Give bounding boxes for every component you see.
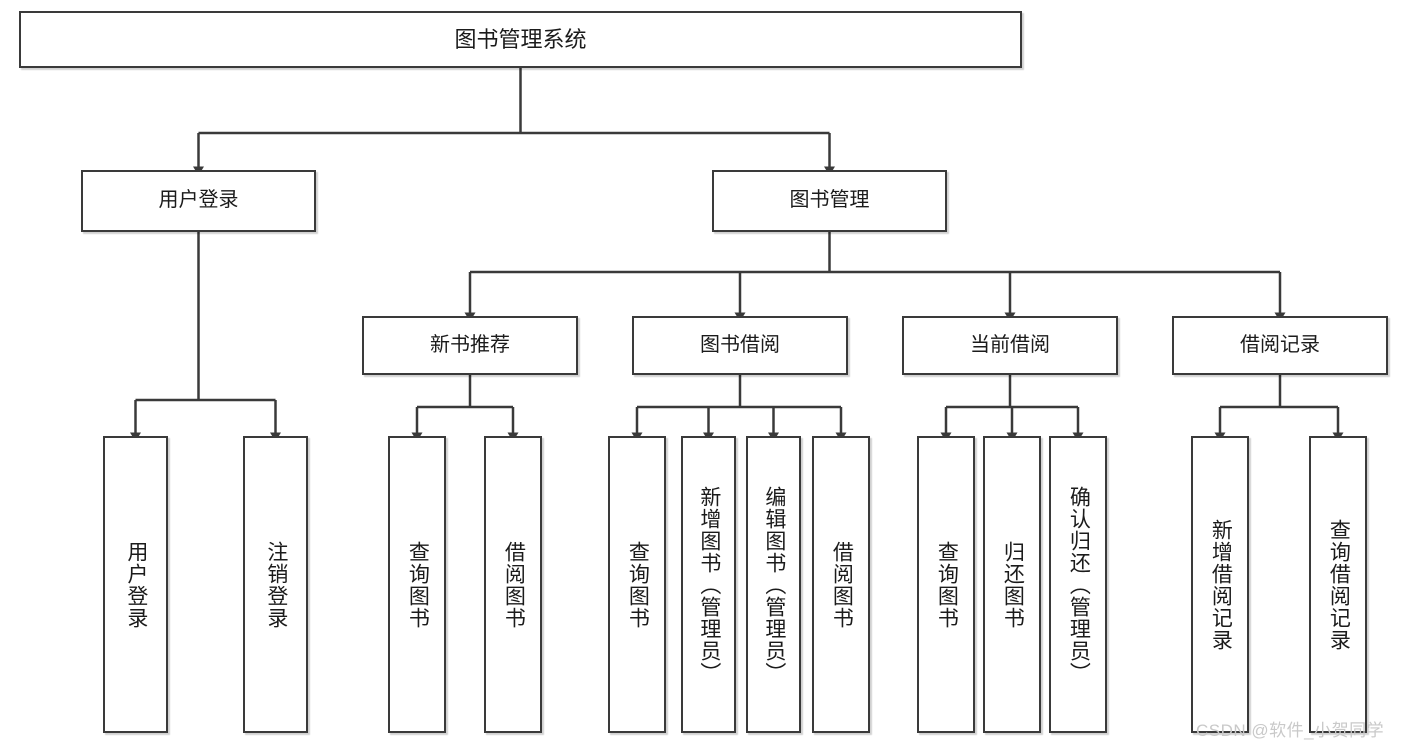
node-label: 新增借阅记录 [1209, 518, 1233, 651]
node-label: 查询借阅记录 [1327, 518, 1351, 651]
node-label: 查询图书 [935, 540, 959, 629]
node-leaf-query-book-3[interactable]: 查询图书 [917, 436, 975, 733]
node-current-borrow[interactable]: 当前借阅 [902, 316, 1118, 375]
node-leaf-return-book[interactable]: 归还图书 [983, 436, 1041, 733]
node-label: 图书管理系统 [454, 26, 587, 52]
node-label: 新增图书（管理员） [697, 485, 721, 684]
node-leaf-logout[interactable]: 注销登录 [243, 436, 308, 733]
node-leaf-confirm-return[interactable]: 确认归还（管理员） [1049, 436, 1107, 733]
node-label: 归还图书 [1001, 540, 1025, 629]
node-book-borrow[interactable]: 图书借阅 [632, 316, 848, 375]
node-leaf-query-book-2[interactable]: 查询图书 [608, 436, 666, 733]
node-leaf-edit-book[interactable]: 编辑图书（管理员） [746, 436, 801, 733]
node-borrow-records[interactable]: 借阅记录 [1172, 316, 1388, 375]
node-leaf-user-login[interactable]: 用户登录 [103, 436, 168, 733]
node-label: 图书管理 [789, 189, 870, 212]
node-user-login[interactable]: 用户登录 [81, 170, 316, 232]
node-label: 确认归还（管理员） [1067, 485, 1091, 684]
node-leaf-query-record[interactable]: 查询借阅记录 [1309, 436, 1367, 733]
node-label: 借阅记录 [1240, 333, 1320, 356]
watermark-text: CSDN @软件_小贺同学 [1196, 721, 1385, 740]
node-label: 用户登录 [158, 189, 239, 212]
node-label: 查询图书 [626, 540, 650, 629]
node-label: 当前借阅 [970, 333, 1050, 356]
node-label: 注销登录 [264, 540, 288, 629]
node-label: 图书借阅 [700, 333, 780, 356]
node-leaf-add-book[interactable]: 新增图书（管理员） [681, 436, 736, 733]
node-leaf-add-record[interactable]: 新增借阅记录 [1191, 436, 1249, 733]
node-label: 借阅图书 [830, 540, 854, 629]
node-book-manage[interactable]: 图书管理 [712, 170, 947, 232]
node-label: 用户登录 [124, 540, 148, 629]
node-root[interactable]: 图书管理系统 [19, 11, 1022, 68]
node-label: 编辑图书（管理员） [762, 485, 786, 684]
node-leaf-borrow-book-1[interactable]: 借阅图书 [484, 436, 542, 733]
node-new-book-recommend[interactable]: 新书推荐 [362, 316, 578, 375]
node-label: 借阅图书 [502, 540, 526, 629]
node-label: 查询图书 [406, 540, 430, 629]
node-leaf-borrow-book-2[interactable]: 借阅图书 [812, 436, 870, 733]
connector-lines [130, 68, 1344, 442]
node-label: 新书推荐 [430, 333, 510, 356]
node-leaf-query-book-1[interactable]: 查询图书 [388, 436, 446, 733]
